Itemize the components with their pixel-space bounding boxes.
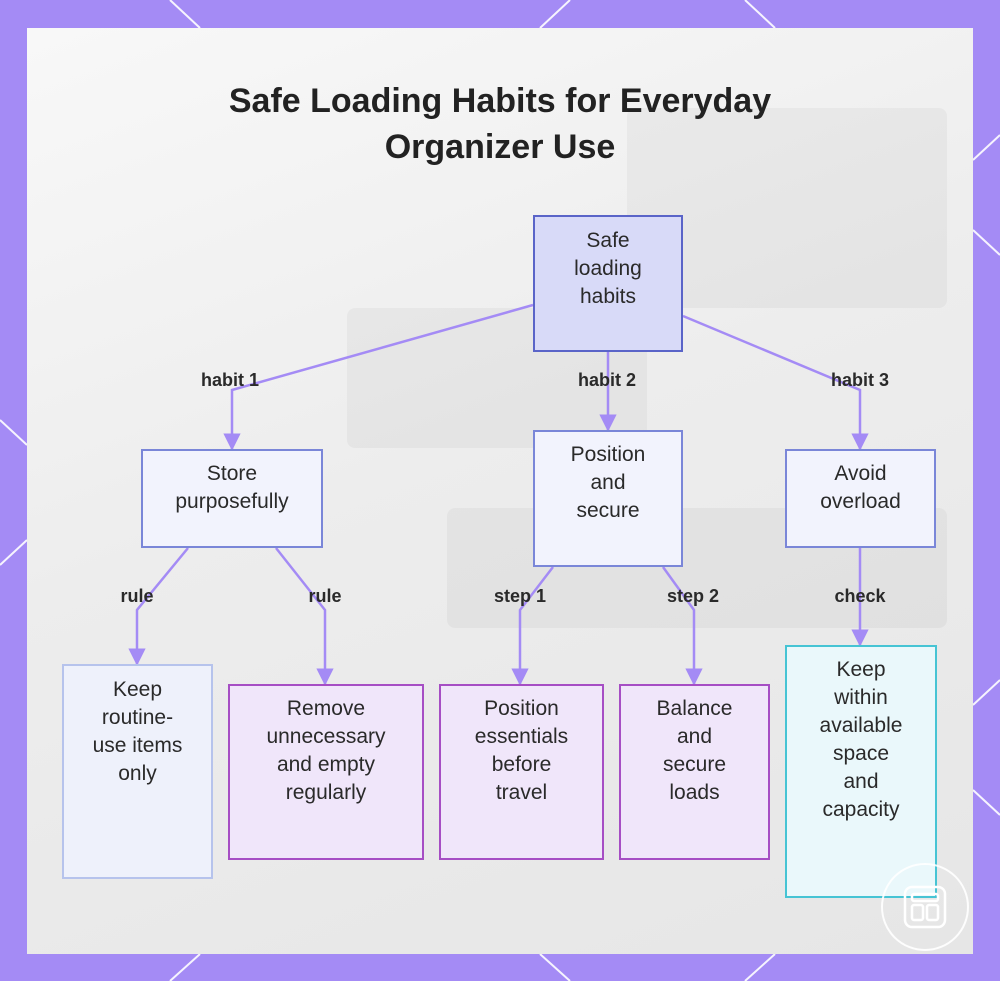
edge-label-rule-1: rule (120, 586, 154, 606)
node-text-line: before (491, 753, 552, 776)
edge-label-check: check (834, 586, 886, 606)
edge-store-keeproutine (128, 547, 189, 666)
node-text-line: Keep (836, 658, 886, 681)
node-text-line: within (834, 686, 888, 709)
edge-label-rule-2: rule (308, 586, 342, 606)
node-text-line: regularly (285, 781, 367, 804)
node-text-line: only (118, 762, 157, 785)
node-text-line: secure (576, 499, 640, 522)
edge-label-step-1: step 1 (493, 586, 547, 606)
edge-position-balance (661, 566, 703, 686)
title-line-1: Safe Loading Habits for Everyday (228, 82, 772, 120)
node-text-line: Keep (112, 678, 163, 701)
node-keep-routine-use-items: Keep routine- use items only (62, 664, 213, 879)
node-avoid-overload: Avoid overload (785, 449, 936, 548)
node-text-line: and empty (276, 753, 376, 776)
node-text-line: and (843, 770, 879, 793)
edge-position-essentials (511, 566, 554, 686)
node-text-line: routine- (101, 706, 174, 729)
node-balance-and-secure: Balance and secure loads (619, 684, 770, 860)
node-text-line: unnecessary (266, 725, 386, 748)
node-remove-unnecessary: Remove unnecessary and empty regularly (228, 684, 424, 860)
edge-root-store (223, 303, 534, 451)
node-text-line: use items (92, 734, 183, 757)
node-text-line: habits (579, 285, 637, 308)
node-safe-loading-habits: Safe loading habits (533, 215, 683, 352)
node-text-line: Safe (586, 229, 630, 252)
edge-root-avoid (682, 314, 869, 451)
node-text-line: overload (820, 490, 901, 513)
node-keep-within-capacity: Keep within available space and capacity (785, 645, 937, 898)
grid-app-icon (881, 863, 969, 951)
node-text-line: and (590, 471, 626, 494)
node-text-line: secure (662, 753, 726, 776)
node-text-line: and (676, 725, 713, 748)
node-text-line: essentials (474, 725, 569, 748)
node-text-line: Balance (656, 697, 733, 720)
edge-label-habit-2: habit 2 (577, 370, 637, 390)
node-text-line: Position (570, 443, 646, 466)
node-text-line: Avoid (834, 462, 887, 485)
node-position-essentials: Position essentials before travel (439, 684, 604, 860)
node-text-line: space (832, 742, 890, 765)
title-line-2: Organizer Use (384, 128, 616, 166)
node-text-line: Remove (286, 697, 366, 720)
edge-store-remove (275, 547, 334, 686)
node-text-line: purposefully (175, 490, 289, 513)
diagram-title: Safe Loading Habits for Everyday Organiz… (0, 78, 1000, 170)
edge-label-step-2: step 2 (666, 586, 720, 606)
node-text-line: available (819, 714, 903, 737)
node-text-line: loads (669, 781, 720, 804)
node-text-line: travel (495, 781, 548, 804)
edge-label-habit-3: habit 3 (830, 370, 890, 390)
node-text-line: capacity (822, 798, 900, 821)
node-store-purposefully: Store purposefully (141, 449, 323, 548)
node-text-line: Position (484, 697, 559, 720)
node-text-line: Store (206, 462, 258, 485)
edge-label-habit-1: habit 1 (200, 370, 260, 390)
node-text-line: loading (574, 257, 642, 280)
node-position-and-secure: Position and secure (533, 430, 683, 567)
